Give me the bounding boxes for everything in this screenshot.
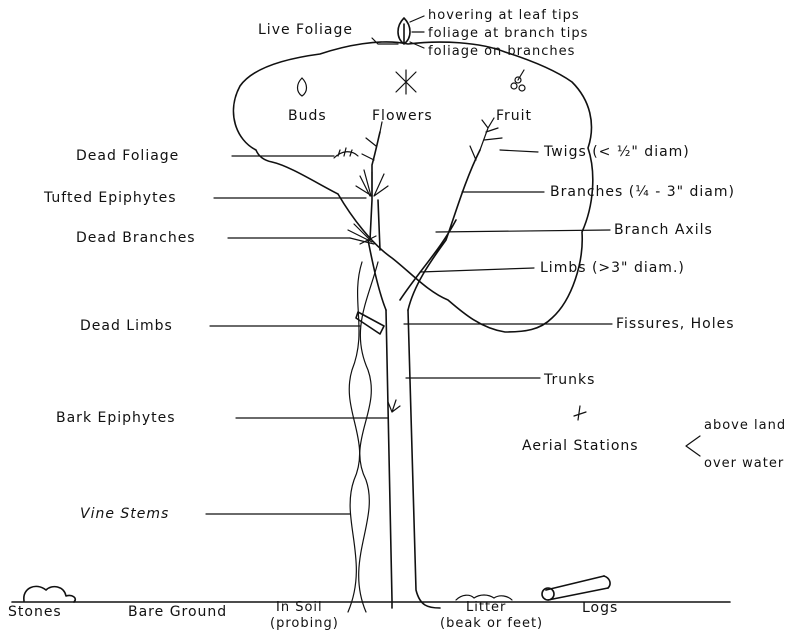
label-stones: Stones xyxy=(8,604,62,620)
label-dead-foliage: Dead Foliage xyxy=(76,148,179,164)
label-tufted-epiphytes: Tufted Epiphytes xyxy=(44,190,176,206)
label-fissures-holes: Fissures, Holes xyxy=(616,316,735,332)
log-icon xyxy=(546,576,608,600)
tufted-epiphyte xyxy=(356,170,388,196)
fruit-icon-a xyxy=(511,83,517,89)
label-over-water: over water xyxy=(704,456,784,472)
label-probing: (probing) xyxy=(270,616,339,632)
label-hovering: hovering at leaf tips xyxy=(428,8,580,24)
label-bark-epiphytes: Bark Epiphytes xyxy=(56,410,176,426)
label-trunks: Trunks xyxy=(544,372,595,388)
trunk xyxy=(386,310,440,608)
label-dead-limbs: Dead Limbs xyxy=(80,318,173,334)
label-logs: Logs xyxy=(582,600,618,616)
label-in-soil: In Soil xyxy=(276,600,323,616)
label-above-land: above land xyxy=(704,418,786,434)
label-aerial-stations: Aerial Stations xyxy=(522,438,639,454)
dead-foliage-tuft xyxy=(334,148,358,158)
vine xyxy=(348,262,378,612)
label-litter: Litter xyxy=(466,600,506,616)
limbs xyxy=(368,132,480,310)
twigs xyxy=(362,118,502,160)
label-fruit: Fruit xyxy=(496,108,532,124)
stones-icon xyxy=(24,586,75,602)
bark-epiphyte-mark xyxy=(388,400,400,412)
fruit-icon-b xyxy=(519,85,525,91)
leaf-icon xyxy=(398,18,410,44)
label-branch-axils: Branch Axils xyxy=(614,222,713,238)
flower-icon xyxy=(396,70,416,94)
label-twigs: Twigs (< ½" diam) xyxy=(544,144,690,160)
label-branches: Branches (¼ - 3" diam) xyxy=(550,184,735,200)
label-live-foliage: Live Foliage xyxy=(258,22,353,38)
label-bare-ground: Bare Ground xyxy=(128,604,227,620)
bud-icon xyxy=(298,78,307,96)
label-foliage-branch-tips: foliage at branch tips xyxy=(428,26,588,42)
label-dead-branches: Dead Branches xyxy=(76,230,196,246)
label-vine-stems: Vine Stems xyxy=(80,506,169,522)
label-foliage-on-branches: foliage on branches xyxy=(428,44,575,60)
aerial-insect-icon xyxy=(574,406,586,420)
log-cap xyxy=(604,576,610,588)
label-buds: Buds xyxy=(288,108,327,124)
canopy-outline xyxy=(233,42,592,332)
label-limbs: Limbs (>3" diam.) xyxy=(540,260,685,276)
label-beak-or-feet: (beak or feet) xyxy=(440,616,543,632)
label-flowers: Flowers xyxy=(372,108,433,124)
